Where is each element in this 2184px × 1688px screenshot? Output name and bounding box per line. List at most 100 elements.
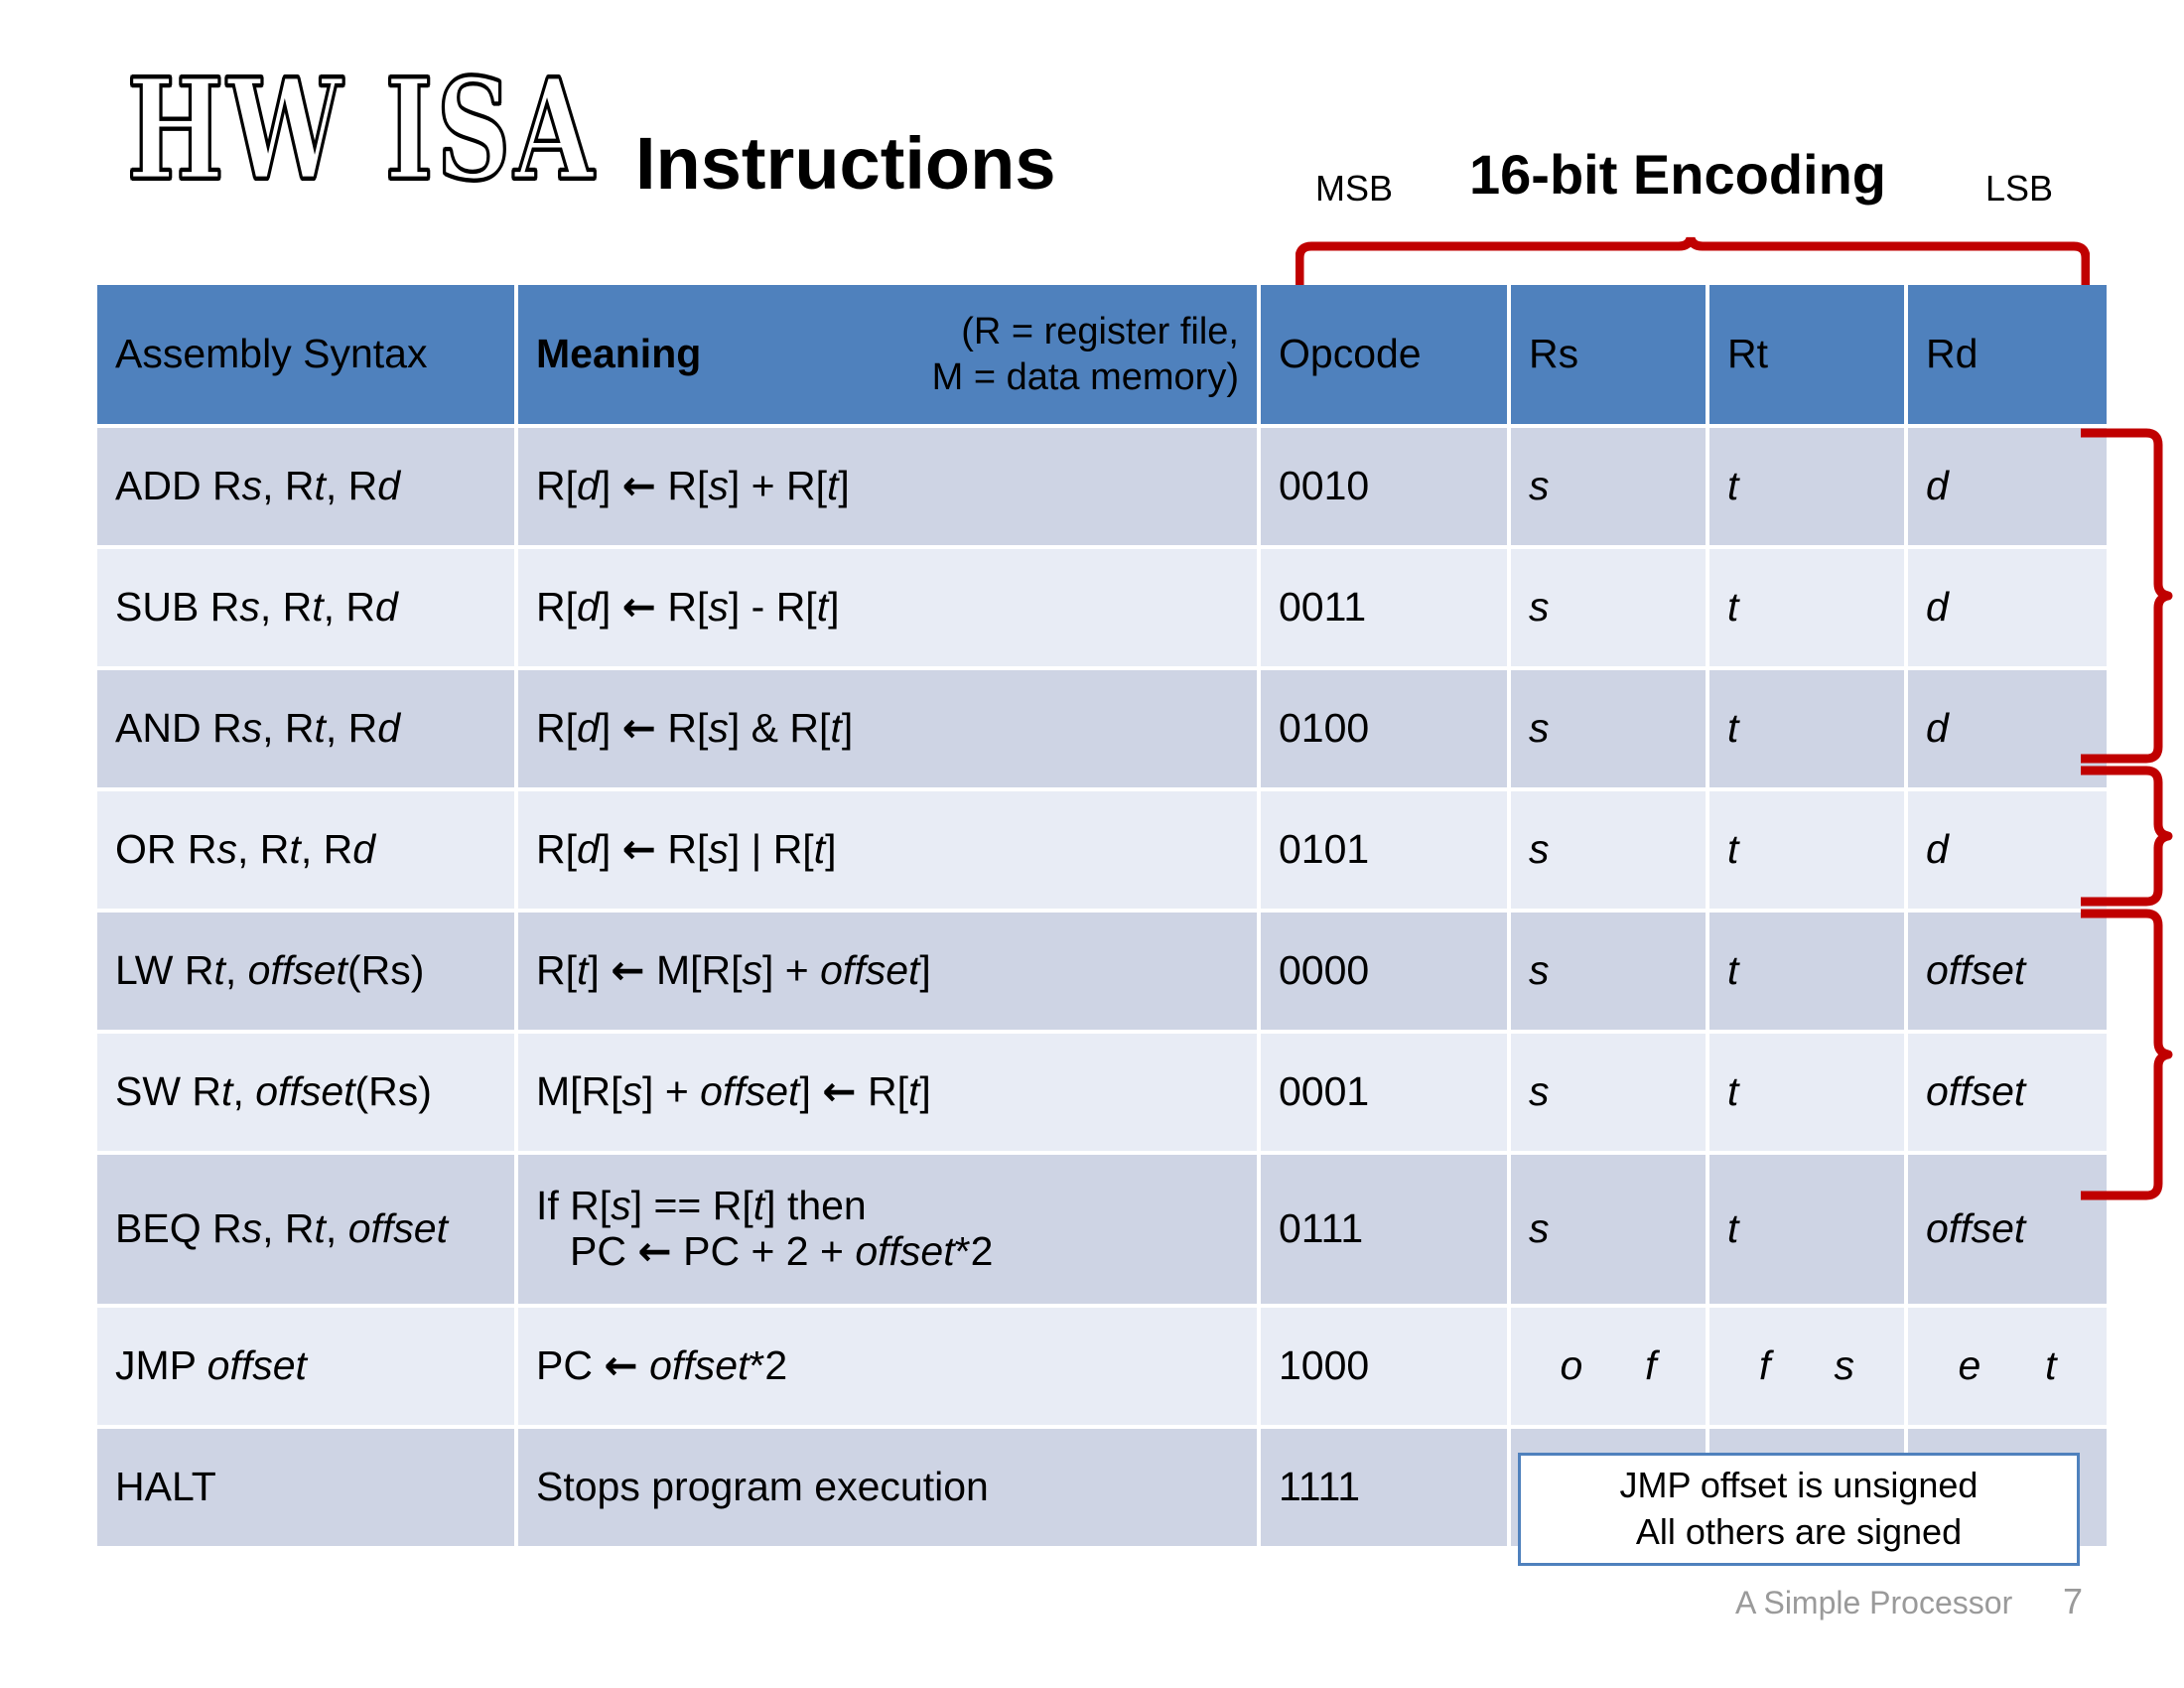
cell-rs: s <box>1511 428 1706 545</box>
encoding-title: 16-bit Encoding <box>1469 143 1886 206</box>
cell-assembly-syntax: SW Rt, offset(Rs) <box>97 1034 514 1151</box>
column-header-rs: Rs <box>1511 285 1706 424</box>
cell-opcode: 0001 <box>1261 1034 1507 1151</box>
operand-value: s <box>1529 826 1550 873</box>
operand-value: d <box>1926 826 1949 873</box>
operand-value: s <box>1529 1068 1550 1115</box>
column-header-rd: Rd <box>1908 285 2107 424</box>
cell-rt: t <box>1709 670 1904 787</box>
offset-letter: e <box>1958 1342 1981 1389</box>
instruction-group-braces-icon <box>2081 428 2173 1200</box>
operand-value: t <box>1727 826 1739 873</box>
operand-value: d <box>1926 463 1949 509</box>
cell-assembly-syntax: LW Rt, offset(Rs) <box>97 913 514 1030</box>
table-row: LW Rt, offset(Rs)R[t] ← M[R[s] + offset]… <box>97 913 2107 1030</box>
operand-value: offset <box>1926 1205 2026 1252</box>
cell-rd: offset <box>1908 1155 2107 1304</box>
cell-rd: d <box>1908 791 2107 909</box>
cell-assembly-syntax: HALT <box>97 1429 514 1546</box>
cell-assembly-syntax: JMP offset <box>97 1308 514 1425</box>
cell-rs: s <box>1511 1155 1706 1304</box>
offset-letter: f <box>1645 1342 1657 1389</box>
cell-meaning: Stops program execution <box>518 1429 1257 1546</box>
cell-rd: d <box>1908 670 2107 787</box>
hw-isa-logo: HW ISA <box>126 49 598 212</box>
operand-value: s <box>1529 1205 1550 1252</box>
cell-opcode: 0000 <box>1261 913 1507 1030</box>
cell-opcode: 0100 <box>1261 670 1507 787</box>
cell-opcode: 0010 <box>1261 428 1507 545</box>
operand-value: d <box>1926 705 1949 752</box>
operand-value: d <box>1926 584 1949 631</box>
cell-assembly-syntax: AND Rs, Rt, Rd <box>97 670 514 787</box>
column-header-opcode: Opcode <box>1261 285 1507 424</box>
cell-meaning: R[d] ← R[s] & R[t] <box>518 670 1257 787</box>
meaning-note-line2: M = data memory) <box>931 356 1239 398</box>
cell-rd: d <box>1908 428 2107 545</box>
cell-assembly-syntax: SUB Rs, Rt, Rd <box>97 549 514 666</box>
column-header-rt: Rt <box>1709 285 1904 424</box>
slide-header: HW ISA Instructions MSB 16-bit Encoding … <box>0 0 2184 268</box>
operand-value: t <box>1727 1068 1739 1115</box>
cell-opcode: 0101 <box>1261 791 1507 909</box>
table-row: SW Rt, offset(Rs)M[R[s] + offset] ← R[t]… <box>97 1034 2107 1151</box>
cell-rd: offset <box>1908 1034 2107 1151</box>
cell-rt: t <box>1709 1155 1904 1304</box>
cell-rt: t <box>1709 791 1904 909</box>
operand-value: s <box>1529 947 1550 994</box>
cell-rs: s <box>1511 1034 1706 1151</box>
column-header-assembly-syntax: Assembly Syntax <box>97 285 514 424</box>
meaning-note: (R = register file, M = data memory) <box>536 309 1239 401</box>
footer-note: A Simple Processor <box>1735 1585 2013 1620</box>
cell-opcode: 1111 <box>1261 1429 1507 1546</box>
cell-opcode: 1000 <box>1261 1308 1507 1425</box>
encoding-span-brace-icon <box>1296 236 2090 294</box>
page-number: 7 <box>2063 1581 2084 1621</box>
cell-meaning: R[d] ← R[s] | R[t] <box>518 791 1257 909</box>
meaning-note-line1: (R = register file, <box>961 310 1239 352</box>
cell-meaning: R[d] ← R[s] - R[t] <box>518 549 1257 666</box>
cell-rt: t <box>1709 1034 1904 1151</box>
operand-value: t <box>1727 584 1739 631</box>
cell-rd: offset <box>1908 913 2107 1030</box>
cell-meaning: R[t] ← M[R[s] + offset] <box>518 913 1257 1030</box>
cell-rd: d <box>1908 549 2107 666</box>
cell-meaning: M[R[s] + offset] ← R[t] <box>518 1034 1257 1151</box>
cell-opcode: 0111 <box>1261 1155 1507 1304</box>
cell-meaning: R[d] ← R[s] + R[t] <box>518 428 1257 545</box>
lsb-label: LSB <box>1985 168 2054 209</box>
operand-value: s <box>1529 705 1550 752</box>
offset-letter: o <box>1560 1342 1583 1389</box>
column-header-meaning: Meaning (R = register file, M = data mem… <box>518 285 1257 424</box>
cell-rs: s <box>1511 913 1706 1030</box>
cell-rs: s <box>1511 549 1706 666</box>
cell-rs: s <box>1511 670 1706 787</box>
operand-value: offset <box>1926 947 2026 994</box>
cell-rt: t <box>1709 428 1904 545</box>
callout-line1: JMP offset is unsigned <box>1619 1465 1979 1506</box>
msb-label: MSB <box>1315 168 1394 209</box>
cell-assembly-syntax: ADD Rs, Rt, Rd <box>97 428 514 545</box>
cell-rs: s <box>1511 791 1706 909</box>
meaning-label: Meaning <box>536 331 702 377</box>
cell-rt: t <box>1709 549 1904 666</box>
cell-assembly-syntax: OR Rs, Rt, Rd <box>97 791 514 909</box>
operand-value: t <box>1727 1205 1739 1252</box>
offset-letter: s <box>1834 1342 1854 1389</box>
cell-rt: t <box>1709 913 1904 1030</box>
operand-value: s <box>1529 463 1550 509</box>
